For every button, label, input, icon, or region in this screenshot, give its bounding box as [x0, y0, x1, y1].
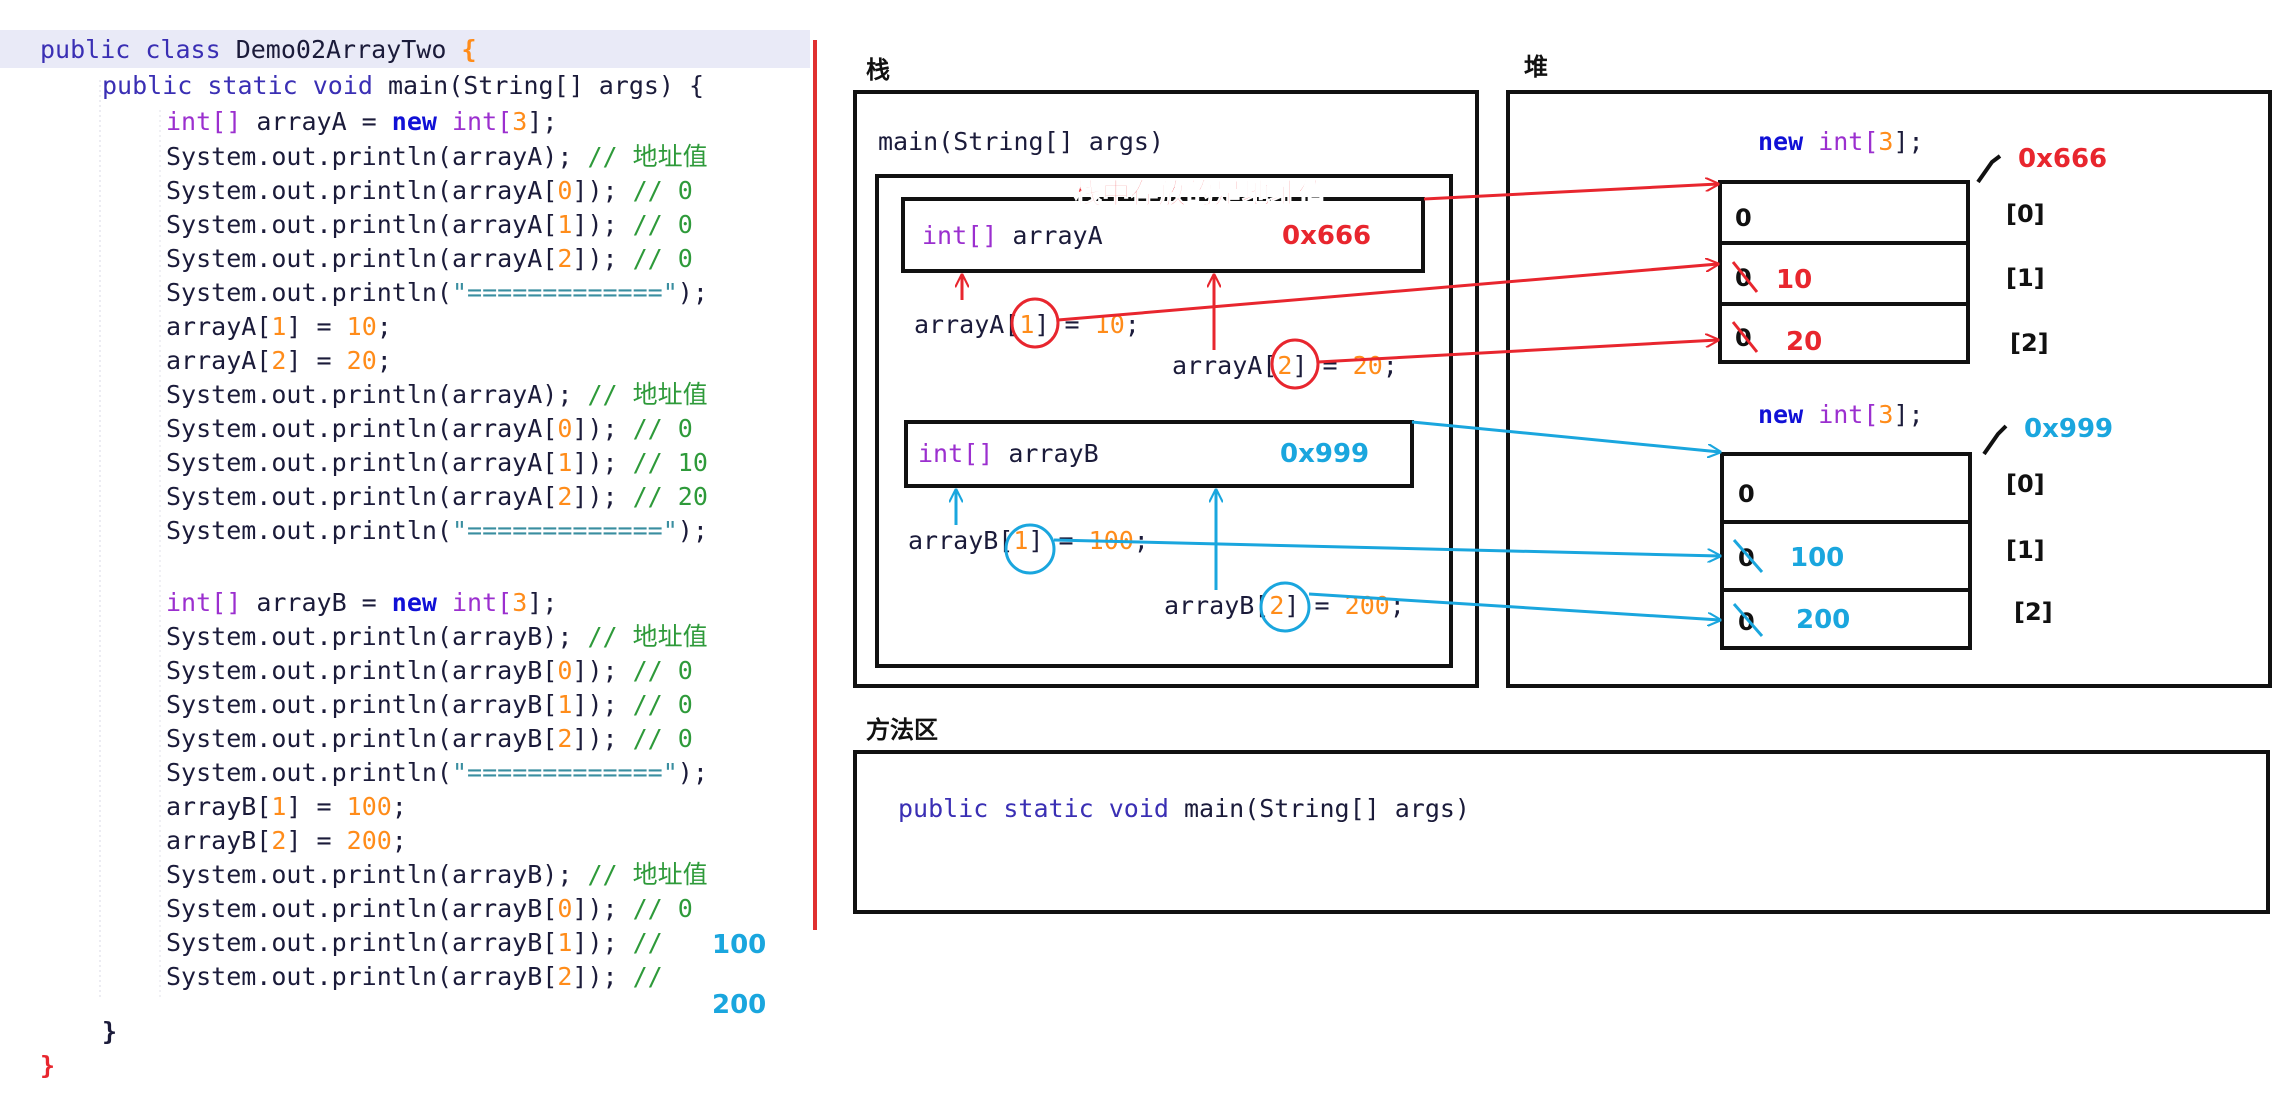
heapB-index-2: [2] — [2014, 598, 2053, 626]
code-line-print-b0: System.out.println(arrayB[0]); // 0 — [166, 656, 693, 685]
current-line-highlight — [0, 30, 810, 68]
red-circle-index-1 — [1010, 297, 1060, 349]
code-line-print-b2: System.out.println(arrayB[2]); // 0 — [166, 724, 693, 753]
code-line-print-b: System.out.println(arrayB); // 地址值 — [166, 622, 708, 651]
code-line-print-a0: System.out.println(arrayA[0]); // 0 — [166, 176, 693, 205]
code-line-assign-a1: arrayA[1] = 10; — [166, 312, 392, 341]
assign-arrayA-2: arrayA[2] = 20; — [1172, 351, 1398, 380]
heapB-address: 0x999 — [2024, 414, 2113, 444]
red-arrow-reference-a — [1423, 184, 1718, 201]
heapB-index-1: [1] — [2006, 536, 2045, 564]
blue-circle-index-1 — [1004, 523, 1056, 575]
heapB-array — [1720, 452, 1972, 650]
method-area-box — [853, 750, 2270, 914]
heapA-cell-0: 0 — [1735, 204, 1752, 232]
heapB-cell-1-new: 100 — [1790, 543, 1844, 573]
heapB-corner-tick — [1982, 424, 2008, 456]
blue-arrow-assign-b2 — [1308, 592, 1720, 620]
handwritten-100: 100 — [712, 930, 766, 960]
code-line-assign-b1: arrayB[1] = 100; — [166, 792, 407, 821]
heapA-new-label: new int[3]; — [1758, 127, 1924, 156]
heapA-cell-1-new: 10 — [1776, 265, 1812, 295]
code-line-print-a0-again: System.out.println(arrayA[0]); // 0 — [166, 414, 693, 443]
red-arrow-assign-a2 — [1317, 340, 1718, 364]
blue-circle-index-2 — [1259, 581, 1311, 633]
red-circle-index-2 — [1270, 338, 1320, 390]
heapA-address: 0x666 — [2018, 144, 2107, 174]
code-line-declare-a: int[] arrayA = new int[3]; — [166, 107, 557, 136]
var-arrayA-address: 0x666 — [1282, 221, 1371, 251]
var-arrayB-label: int[] arrayB — [918, 439, 1099, 468]
code-line-declare-b: int[] arrayB = new int[3]; — [166, 588, 557, 617]
heapA-cell-2-new: 20 — [1786, 327, 1822, 357]
code-close-main: } — [102, 1017, 117, 1046]
method-area-label: 方法区 — [866, 716, 938, 744]
heapA-strike-1 — [1731, 261, 1759, 293]
code-line-print-b-again: System.out.println(arrayB); // 地址值 — [166, 860, 708, 889]
var-arrayB-box — [904, 420, 1414, 488]
heapB-cell-2-new: 200 — [1796, 605, 1850, 635]
heapA-array — [1718, 180, 1970, 364]
code-line-print-a1: System.out.println(arrayA[1]); // 0 — [166, 210, 693, 239]
code-line-print-a-again: System.out.println(arrayA); // 地址值 — [166, 380, 708, 409]
code-line-print-b1: System.out.println(arrayB[1]); // 0 — [166, 690, 693, 719]
heapB-index-0: [0] — [2006, 470, 2045, 498]
heapB-cell-0: 0 — [1738, 480, 1755, 508]
stack-note: 栈中存放的是地址值 — [1074, 177, 1326, 210]
code-line-class: public class Demo02ArrayTwo { — [40, 35, 477, 64]
heapA-index-1: [1] — [2006, 264, 2045, 292]
method-area-main: public static void main(String[] args) — [898, 794, 1470, 823]
var-arrayB-address: 0x999 — [1280, 439, 1369, 469]
red-arrow-assign-a1 — [1057, 264, 1718, 322]
blue-arrow-reference-b — [1411, 420, 1720, 452]
assign-arrayB-1: arrayB[1] = 100; — [908, 526, 1149, 555]
heapB-strike-1 — [1732, 539, 1764, 573]
heap-box — [1506, 90, 2272, 688]
code-line-print-a1-again: System.out.println(arrayA[1]); // 10 — [166, 448, 708, 477]
stack-label: 栈 — [866, 56, 890, 84]
code-line-main: public static void main(String[] args) { — [102, 71, 704, 100]
code-line-separator: System.out.println("============="); — [166, 278, 708, 307]
code-line-separator-3: System.out.println("============="); — [166, 758, 708, 787]
var-arrayA-label: int[] arrayA — [922, 221, 1103, 250]
stack-box — [853, 90, 1479, 688]
heap-label: 堆 — [1524, 53, 1548, 81]
code-line-print-b2-again: System.out.println(arrayB[2]); // — [166, 962, 663, 991]
frame-title: main(String[] args) — [878, 127, 1164, 156]
code-line-print-a2: System.out.println(arrayA[2]); // 0 — [166, 244, 693, 273]
heapA-index-2: [2] — [2010, 329, 2049, 357]
heapA-strike-2 — [1731, 321, 1759, 353]
main-frame-box — [875, 174, 1453, 668]
assign-arrayA-1: arrayA[1] = 10; — [914, 310, 1140, 339]
heapB-new-label: new int[3]; — [1758, 400, 1924, 429]
heapB-strike-2 — [1732, 603, 1764, 637]
code-panel: public class Demo02ArrayTwo { public sta… — [0, 30, 810, 1080]
code-line-print-a: System.out.println(arrayA); // 地址值 — [166, 142, 708, 171]
heapA-index-0: [0] — [2006, 200, 2045, 228]
code-close-class: } — [40, 1051, 55, 1080]
code-line-assign-b2: arrayB[2] = 200; — [166, 826, 407, 855]
code-line-print-b0-again: System.out.println(arrayB[0]); // 0 — [166, 894, 693, 923]
assign-arrayB-2: arrayB[2] = 200; — [1164, 591, 1405, 620]
var-arrayA-box — [901, 197, 1425, 273]
code-line-separator-2: System.out.println("============="); — [166, 516, 708, 545]
code-line-print-a2-again: System.out.println(arrayA[2]); // 20 — [166, 482, 708, 511]
handwritten-200: 200 — [712, 990, 766, 1020]
code-line-assign-a2: arrayA[2] = 20; — [166, 346, 392, 375]
blue-arrow-assign-b1 — [1053, 538, 1720, 556]
heapA-corner-tick — [1976, 154, 2002, 184]
code-line-print-b1-again: System.out.println(arrayB[1]); // — [166, 928, 663, 957]
